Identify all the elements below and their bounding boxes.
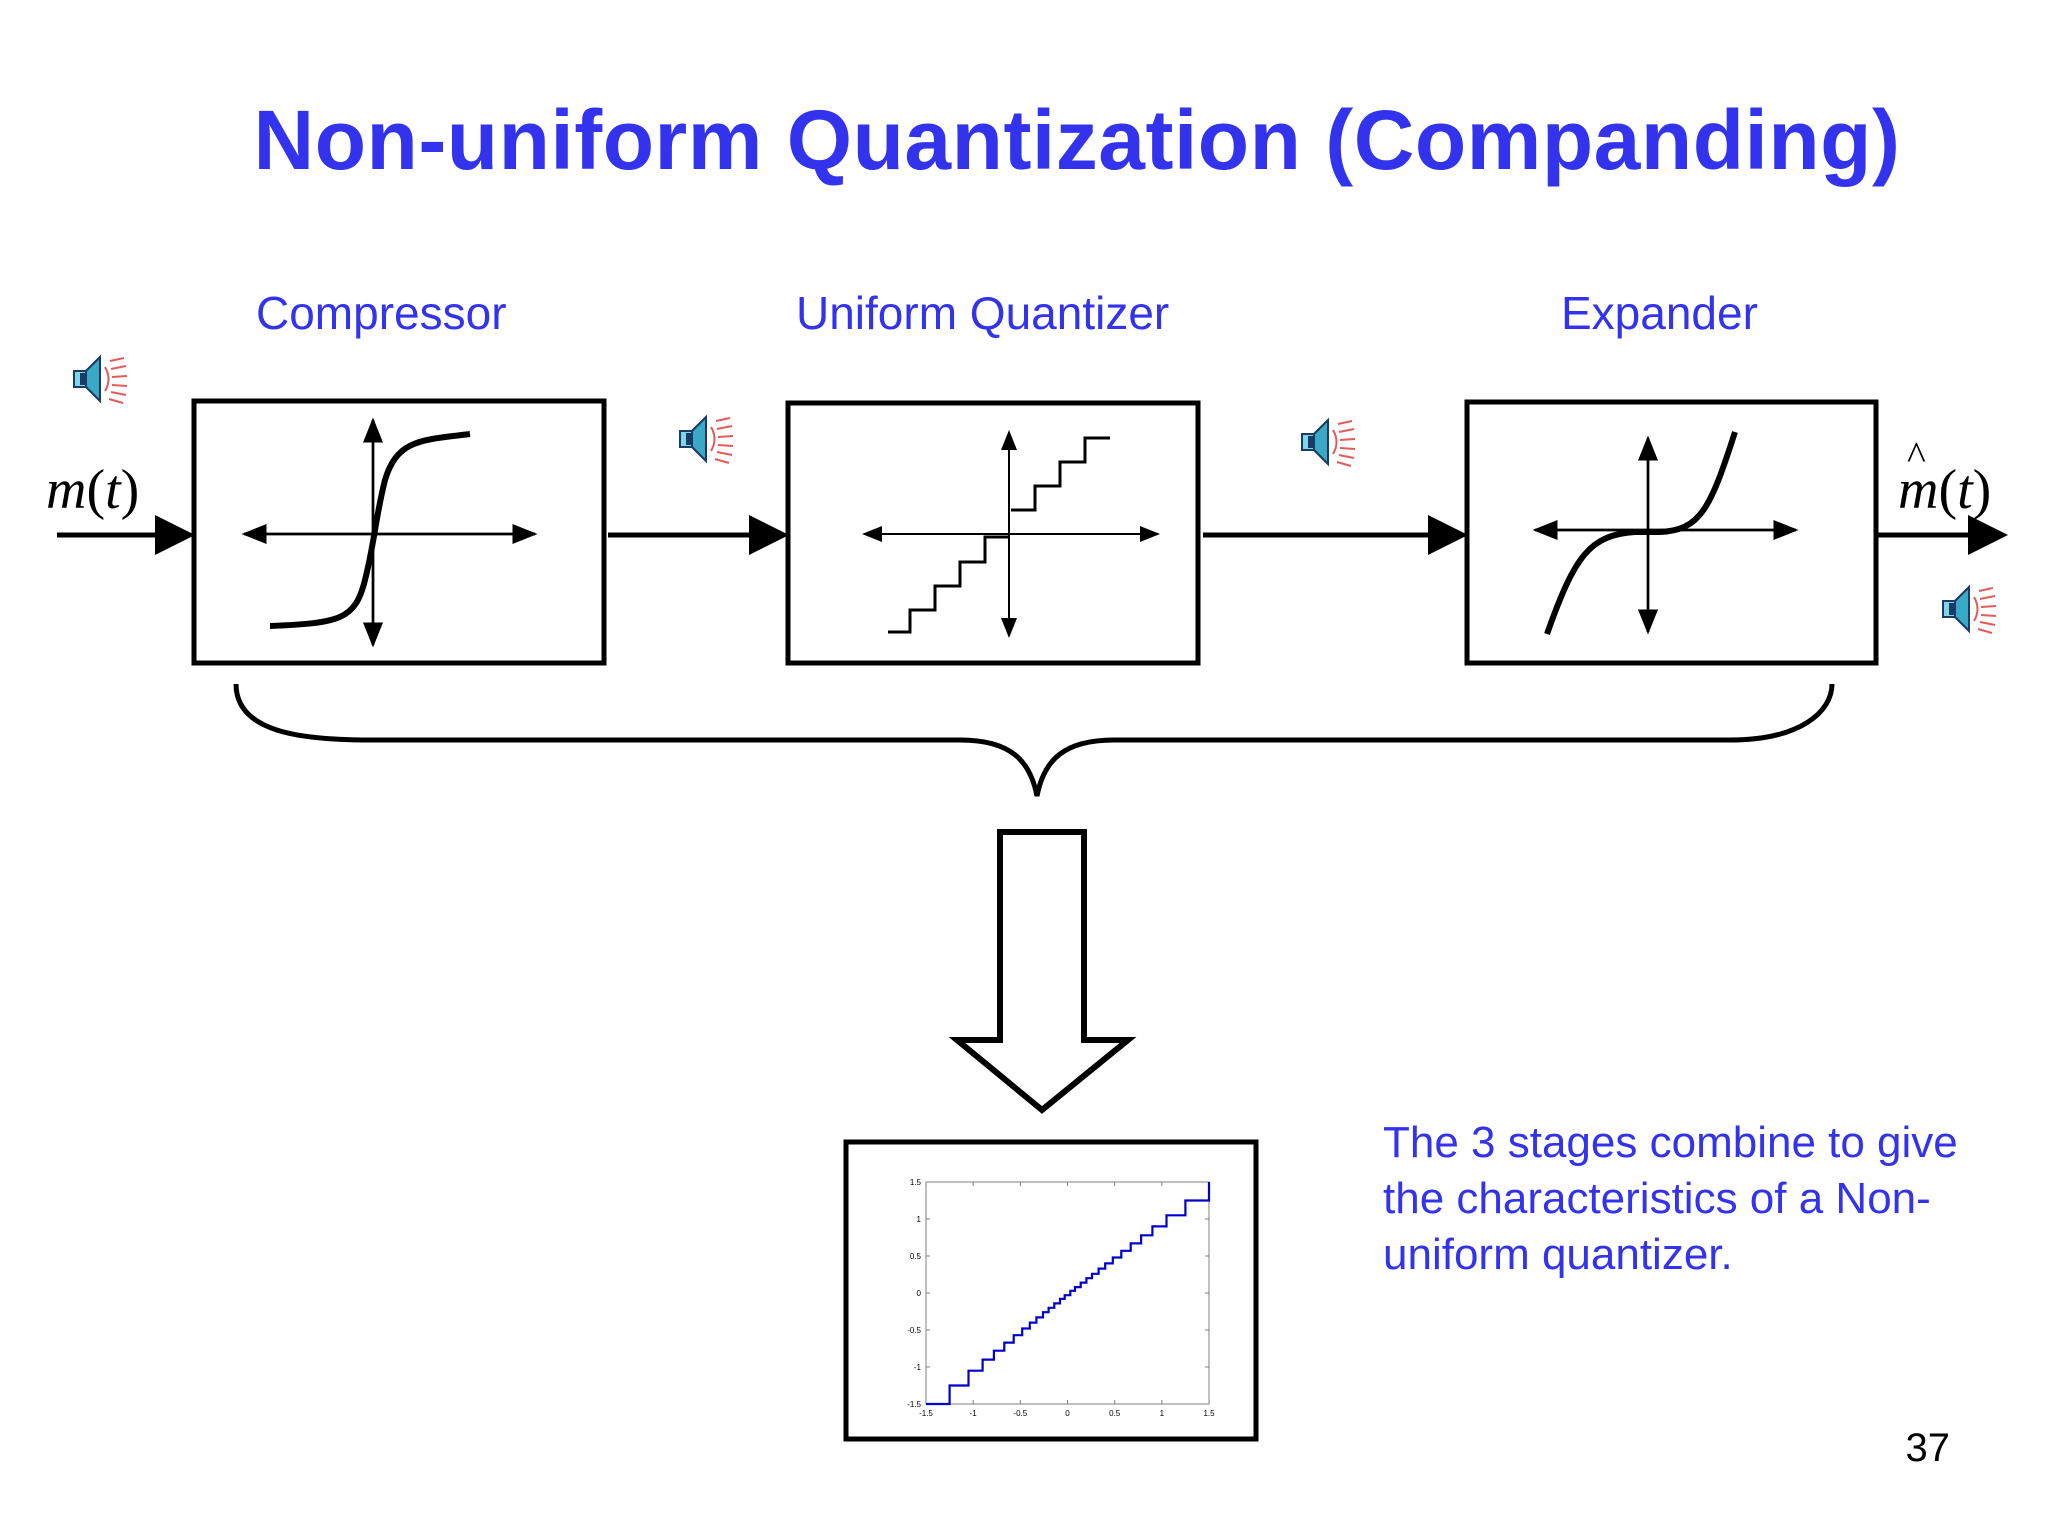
y-tick-label: 0.5 (910, 1252, 922, 1261)
x-tick-label: 1.5 (1203, 1409, 1215, 1418)
combined-arrow (948, 829, 1137, 1114)
speaker-icon[interactable] (1301, 419, 1356, 467)
uniform-quantizer-label: Uniform Quantizer (796, 287, 1170, 339)
y-tick-label: -1.5 (907, 1400, 921, 1409)
plot-axes-box (925, 1181, 1210, 1405)
x-tick-label: -1 (970, 1409, 978, 1418)
y-tick-labels: 1.5 1 0.5 0 -0.5 -1 -1.5 (907, 1178, 921, 1409)
x-tick-label: 0 (1065, 1409, 1070, 1418)
output-signal-arg: t (1957, 459, 1973, 521)
quantizer-block (785, 400, 1201, 666)
expander-label: Expander (1561, 287, 1758, 339)
compressor-curve (269, 431, 471, 629)
curly-brace (233, 683, 1835, 797)
compressor-block (191, 398, 607, 666)
input-signal-arg: t (105, 459, 121, 521)
quantizer-characteristic-line (926, 1182, 1211, 1406)
compressor-label: Compressor (256, 287, 507, 339)
input-signal-name: m (46, 459, 87, 521)
expander-curve (1544, 431, 1738, 636)
x-tick-label: -0.5 (1013, 1409, 1027, 1418)
speaker-icon[interactable] (73, 356, 128, 404)
y-tick-label: -0.5 (907, 1326, 921, 1335)
x-tick-label: 1 (1160, 1409, 1165, 1418)
slide-title: Non-uniform Quantization (Companding) (253, 93, 1901, 187)
expander-block (1464, 399, 1879, 666)
y-tick-label: -1 (914, 1363, 922, 1372)
page-number: 37 (1905, 1426, 1951, 1470)
output-signal-name: m (1898, 432, 1938, 522)
combined-characteristic-plot: -1.5 -1 -0.5 0 0.5 1 1.5 1.5 1 0.5 0 -0.5 -1 -1.5 (843, 1139, 1259, 1442)
output-signal-label: m(t) (1898, 432, 1991, 522)
input-signal-label: m(t) (46, 459, 140, 521)
quantizer-staircase (888, 436, 1110, 634)
y-tick-label: 0 (917, 1289, 922, 1298)
x-tick-label: -1.5 (919, 1409, 933, 1418)
y-tick-label: 1 (917, 1215, 922, 1224)
x-tick-labels: -1.5 -1 -0.5 0 0.5 1 1.5 (919, 1409, 1215, 1418)
speaker-icon[interactable] (1942, 586, 1997, 634)
x-tick-label: 0.5 (1109, 1409, 1121, 1418)
y-tick-label: 1.5 (910, 1178, 922, 1187)
speaker-icon[interactable] (679, 416, 734, 464)
caption-text: The 3 stages combine to give the charact… (1383, 1118, 1958, 1279)
